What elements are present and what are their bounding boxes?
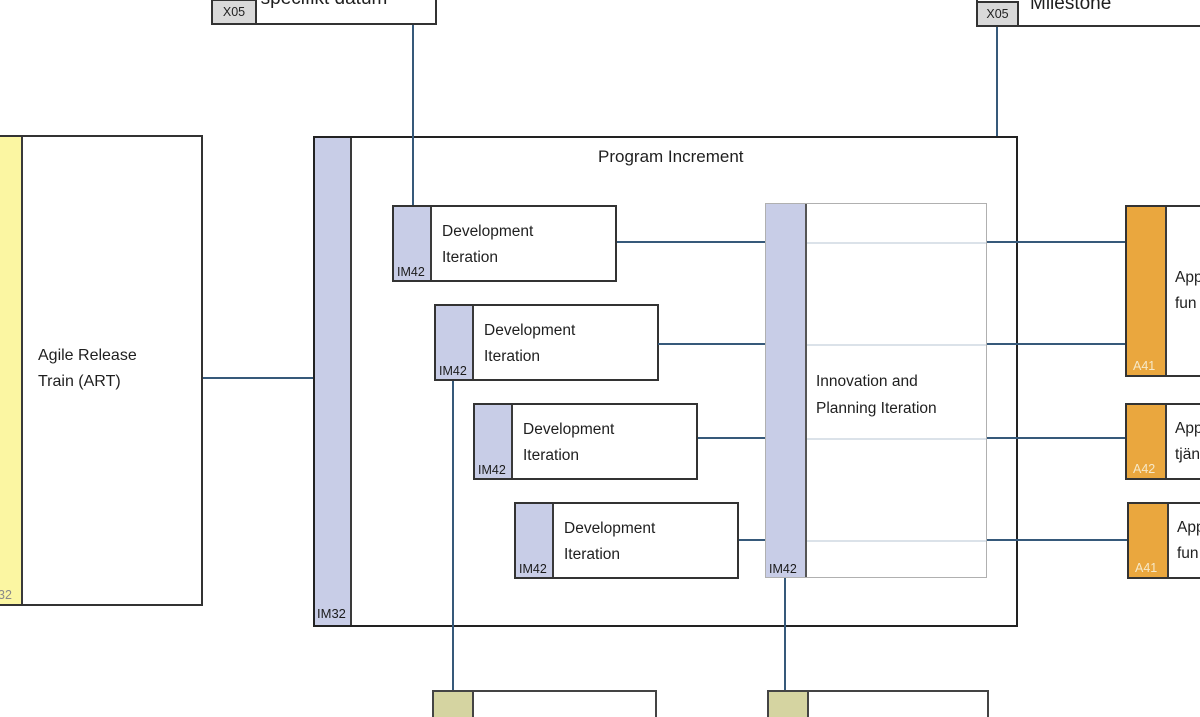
app-node-2[interactable]: A42 App tjän <box>1125 403 1200 480</box>
app-node-1-bar <box>1127 207 1167 375</box>
art-role-bar <box>0 137 23 604</box>
app-node-2-label: App tjän <box>1175 416 1200 468</box>
app-node-1-label: App fun <box>1175 265 1200 317</box>
dev-iteration-3-label: Development Iteration <box>523 421 615 464</box>
connector-ip-to-app1-b <box>987 343 1125 345</box>
dev-iteration-1-badge: IM42 <box>397 265 425 279</box>
ip-iteration-label: Innovation and Planning Iteration <box>816 368 981 422</box>
bottom-node-1-bar <box>434 692 474 717</box>
program-increment-bar <box>315 138 352 625</box>
dev-iteration-2-badge: IM42 <box>439 364 467 378</box>
ip-iteration-node[interactable]: IM42 Innovation and Planning Iteration <box>765 203 987 578</box>
program-increment-title: Program Increment <box>598 147 744 166</box>
milestone-label: Milestone <box>1030 0 1112 14</box>
agile-release-train-node[interactable]: 32 Agile Release Train (ART) <box>0 135 203 606</box>
art-badge: 32 <box>0 588 12 602</box>
connector-dev3-to-ip <box>698 437 765 439</box>
dev-iteration-2-bar <box>436 306 474 379</box>
dev-iteration-1-bar <box>394 207 432 280</box>
app-node-1-label-line2: fun <box>1175 295 1197 312</box>
bottom-node-2-bar <box>769 692 809 717</box>
dev-iteration-1-node[interactable]: IM42 Development Iteration <box>392 205 617 282</box>
app-node-3-bar <box>1129 504 1169 577</box>
app-node-3-label-line2: fun <box>1177 545 1199 562</box>
app-node-2-badge: A42 <box>1133 462 1156 476</box>
ip-passthrough-line-3 <box>807 438 986 440</box>
app-node-3-badge: A41 <box>1135 561 1158 575</box>
ip-iteration-bar <box>766 204 807 577</box>
milestone-node[interactable]: Milestone X05 <box>976 0 1200 27</box>
connector-ip-to-app1-a <box>987 241 1125 243</box>
connector-date-to-dev1 <box>412 25 414 205</box>
app-node-2-label-line2: tjän <box>1175 446 1200 463</box>
ip-passthrough-line-4 <box>807 540 986 542</box>
bottom-node-2[interactable] <box>767 690 989 717</box>
program-increment-badge: IM32 <box>317 606 346 621</box>
milestone-tag: X05 <box>976 1 1019 27</box>
connector-dev1-to-ip <box>617 241 765 243</box>
app-node-2-label-line1: App <box>1175 420 1200 437</box>
connector-ip-to-app3 <box>987 539 1127 541</box>
dev-iteration-3-node[interactable]: IM42 Development Iteration <box>473 403 698 480</box>
dev-iteration-4-bar <box>516 504 554 577</box>
app-node-3[interactable]: A41 App fun <box>1127 502 1200 579</box>
app-node-1-badge: A41 <box>1133 359 1156 373</box>
ip-passthrough-line-2 <box>807 344 986 346</box>
specific-date-label: specifikt datum <box>261 0 388 10</box>
ip-iteration-badge: IM42 <box>769 562 797 576</box>
dev-iteration-4-node[interactable]: IM42 Development Iteration <box>514 502 739 579</box>
app-node-3-label: App fun <box>1177 515 1200 567</box>
connector-dev4-to-ip <box>739 539 765 541</box>
connector-dev2-to-bottom1 <box>452 381 454 690</box>
ip-iteration-label-line1: Innovation and <box>816 373 918 390</box>
connector-ip-to-bottom2 <box>784 578 786 690</box>
connector-dev2-to-ip <box>658 343 765 345</box>
connector-milestone-to-pi <box>996 27 998 136</box>
dev-iteration-4-badge: IM42 <box>519 562 547 576</box>
connector-ip-to-app2 <box>987 437 1125 439</box>
specific-date-tag: X05 <box>211 0 257 25</box>
ip-passthrough-line-1 <box>807 242 986 244</box>
dev-iteration-2-label: Development Iteration <box>484 322 576 365</box>
dev-iteration-3-badge: IM42 <box>478 463 506 477</box>
ip-iteration-label-line2: Planning Iteration <box>816 400 937 417</box>
app-node-3-label-line1: App <box>1177 519 1200 536</box>
art-label: Agile Release Train (ART) <box>38 347 137 390</box>
app-node-1-label-line1: App <box>1175 269 1200 286</box>
dev-iteration-4-label: Development Iteration <box>564 520 656 563</box>
dev-iteration-2-node[interactable]: IM42 Development Iteration <box>434 304 659 381</box>
dev-iteration-1-label: Development Iteration <box>442 223 534 266</box>
bottom-node-1[interactable] <box>432 690 657 717</box>
dev-iteration-3-bar <box>475 405 513 478</box>
app-node-2-bar <box>1127 405 1167 478</box>
specific-date-node[interactable]: specifikt datum X05 <box>211 0 437 25</box>
app-node-1[interactable]: A41 App fun <box>1125 205 1200 377</box>
connector-art-to-pi <box>203 377 313 379</box>
